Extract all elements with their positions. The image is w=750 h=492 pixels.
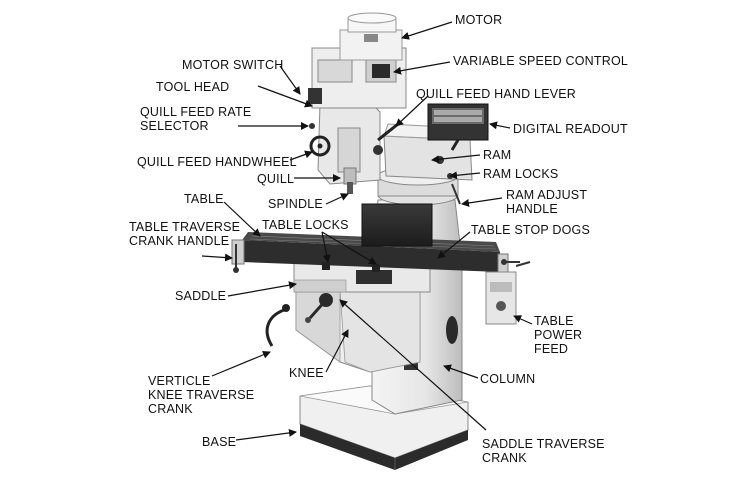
label-quill-feed-handwheel: QUILL FEED HANDWHEEL (137, 155, 297, 169)
label-motor-switch: MOTOR SWITCH (182, 58, 284, 72)
knee-crank-shape (265, 304, 290, 347)
tool-head-shape (309, 103, 399, 194)
leader-motor (401, 21, 453, 40)
label-table-traverse-line2: CRANK HANDLE (129, 234, 230, 248)
leader-verticle-knee (211, 350, 271, 377)
leader-tool-head (257, 85, 313, 108)
leader-motor-switch (279, 65, 301, 95)
label-digital-readout: DIGITAL READOUT (513, 122, 628, 136)
label-motor: MOTOR (455, 13, 503, 27)
leader-ram (431, 154, 481, 164)
label-saddle-traverse-line1: SADDLE TRAVERSE (482, 437, 605, 451)
leader-column (443, 364, 479, 379)
leader-table-locks-b (321, 231, 377, 265)
label-saddle-traverse-line2: CRANK (482, 451, 527, 465)
leader-ram-locks (449, 171, 481, 180)
label-table-power-feed-line2: POWER (534, 328, 583, 342)
label-table-power-feed-line3: FEED (534, 342, 569, 356)
leader-knee (325, 329, 349, 373)
label-tool-head: TOOL HEAD (156, 80, 230, 94)
label-base: BASE (202, 435, 237, 449)
label-quill: QUILL (257, 172, 295, 186)
label-variable-speed-control: VARIABLE SPEED CONTROL (453, 54, 629, 68)
label-ram-adjust-handle-line2: HANDLE (506, 202, 558, 216)
label-quill-feed-hand-lever: QUILL FEED HAND LEVER (416, 87, 577, 101)
table-power-feed-shape (485, 261, 531, 325)
label-table-stop-dogs: TABLE STOP DOGS (471, 223, 591, 237)
leader-table-traverse-crank (201, 253, 233, 262)
leader-table (223, 201, 261, 237)
knee-shape (295, 275, 421, 373)
leader-spindle (325, 193, 349, 205)
label-verticle-knee-line2: KNEE TRAVERSE (148, 388, 255, 402)
leader-ram-adjust (461, 197, 503, 207)
label-ram-locks: RAM LOCKS (483, 167, 559, 181)
digital-readout-shape (427, 103, 489, 151)
label-ram-adjust-handle-line1: RAM ADJUST (506, 188, 588, 202)
leader-saddle-traverse (339, 299, 487, 431)
leader-base (235, 428, 297, 441)
table-guard-shape (361, 203, 433, 247)
leader-variable-speed (393, 61, 451, 75)
label-verticle-knee-line1: VERTICLE (148, 374, 211, 388)
leader-quill-feed-hand-lever (395, 95, 429, 127)
leader-table-stop-dogs (437, 231, 471, 259)
label-spindle: SPINDLE (268, 197, 323, 211)
leader-table-power-feed (513, 315, 533, 325)
label-quill-feed-rate-selector-line1: QUILL FEED RATE (140, 105, 252, 119)
leader-saddle (227, 281, 297, 297)
label-knee: KNEE (289, 366, 324, 380)
label-table-locks: TABLE LOCKS (262, 218, 349, 232)
label-table-power-feed-line1: TABLE (534, 314, 574, 328)
label-table: TABLE (184, 192, 224, 206)
label-verticle-knee-line3: CRANK (148, 402, 193, 416)
leader-lines (201, 21, 533, 441)
label-column: COLUMN (480, 372, 536, 386)
motor-shape (308, 12, 407, 109)
label-ram: RAM (483, 148, 512, 162)
leader-table-locks-a (321, 231, 331, 263)
label-table-traverse-line1: TABLE TRAVERSE (129, 220, 241, 234)
leader-digital-readout (489, 121, 511, 130)
label-saddle: SADDLE (175, 289, 227, 303)
label-quill-feed-rate-selector-line2: SELECTOR (140, 119, 209, 133)
leader-quill-feed-handwheel (289, 150, 313, 161)
